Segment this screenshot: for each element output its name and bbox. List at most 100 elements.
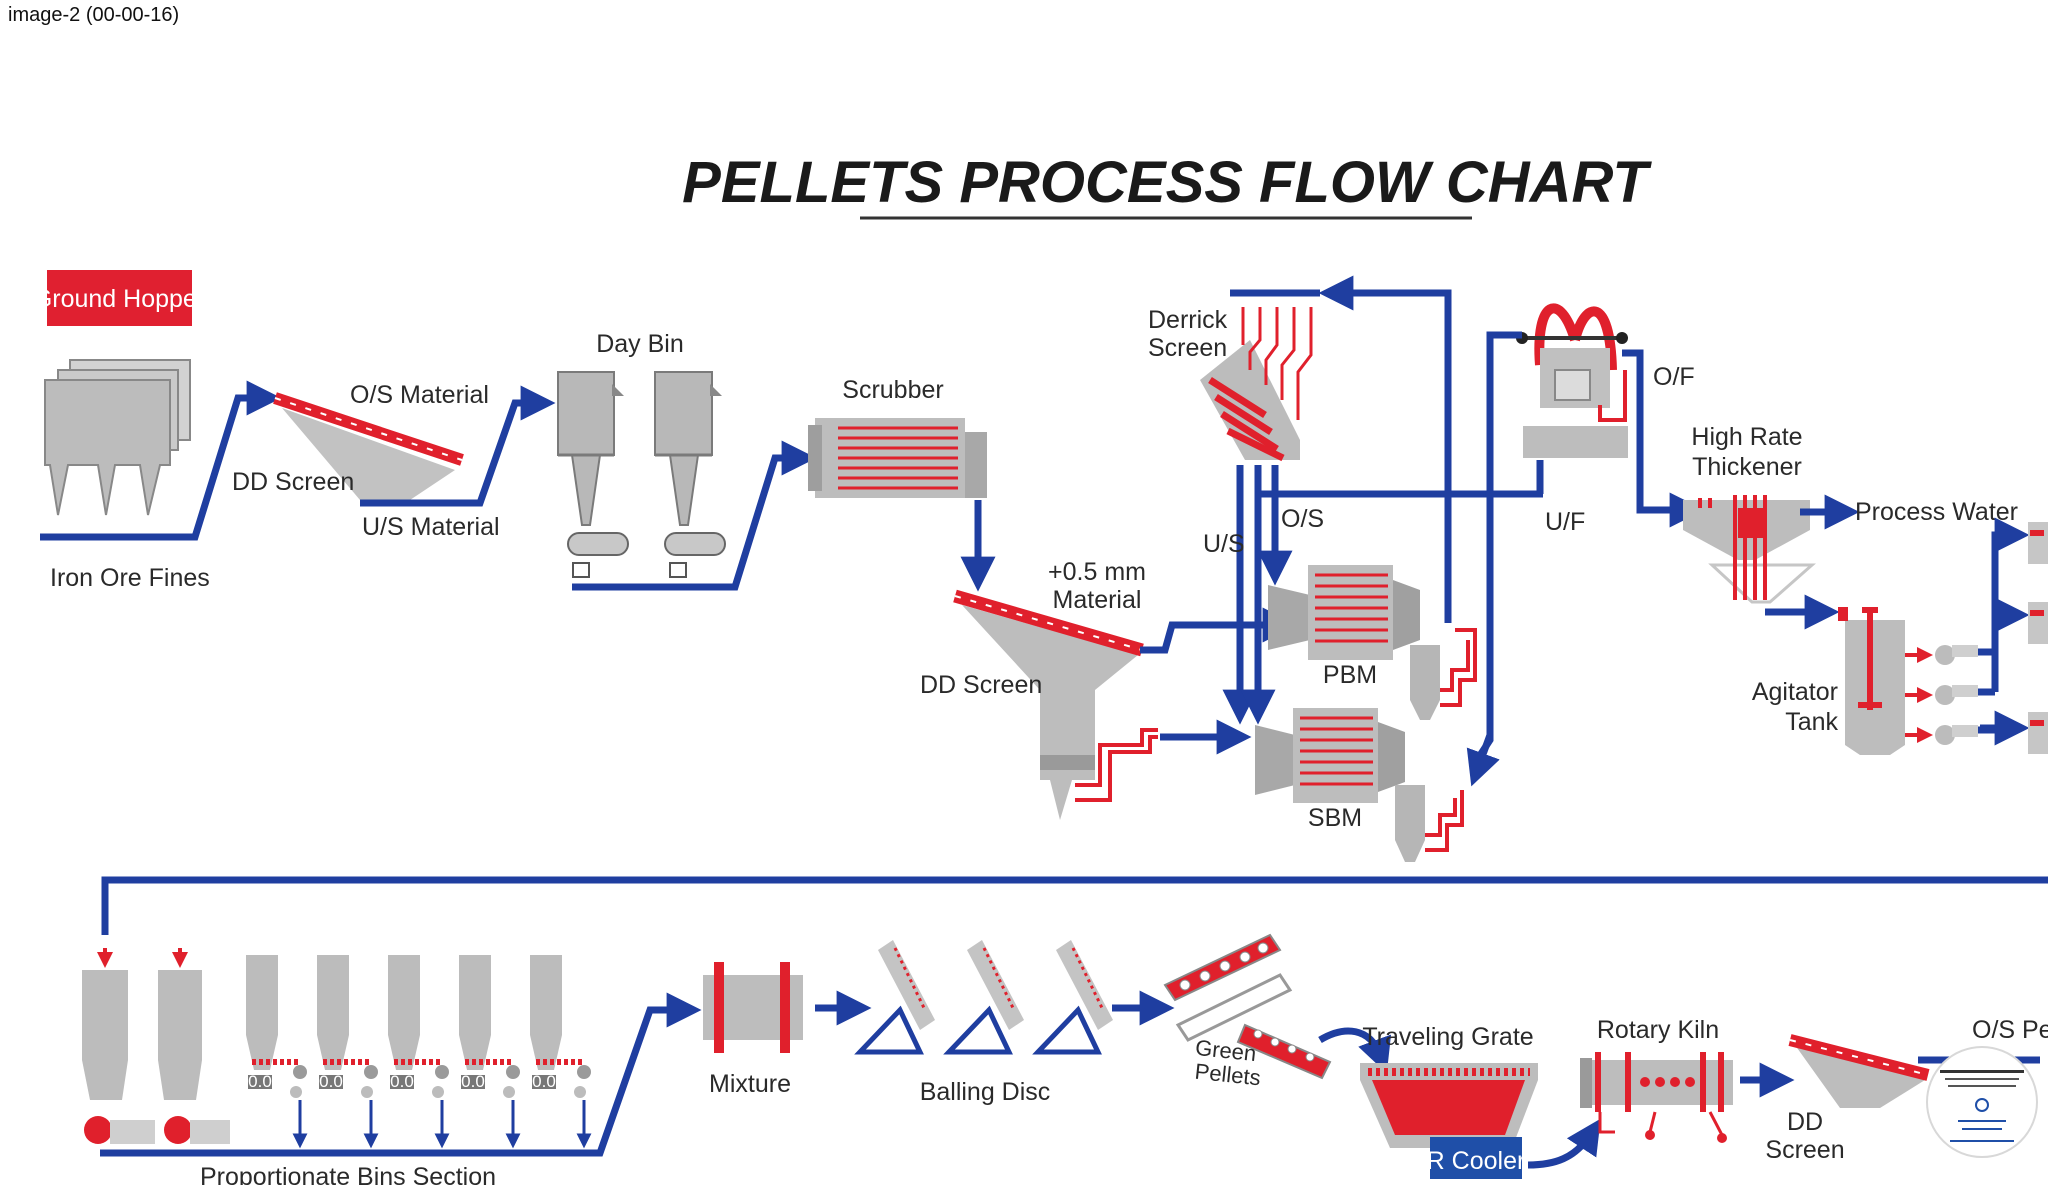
prop-bin-2-readout: 0.0 <box>319 1072 343 1091</box>
flow-thickener-return-to-derrick <box>1318 275 1452 623</box>
day-bin-silo-2 <box>654 371 713 526</box>
dd-screen-2-deck-dash <box>954 595 1143 651</box>
prop-bin-1-readout: 0.0 <box>248 1072 272 1091</box>
plus-05mm-label-2: Material <box>1053 586 1142 614</box>
mixer-ring-left <box>714 962 724 1053</box>
ground-hopper-label: Ground Hopper <box>33 285 205 313</box>
dd-screen-3-label-1: DD <box>1787 1108 1823 1136</box>
agitator-pumps <box>1905 645 1978 745</box>
prop-bin-3: 0.0 <box>388 955 449 1098</box>
dd-screen-1-deck-dash <box>274 397 463 461</box>
thickener-cone <box>1708 563 1816 604</box>
scrubber-stripes <box>838 426 958 490</box>
flow-hopper-to-ddscreen1 <box>40 380 282 541</box>
ground-hopper-body <box>44 379 171 516</box>
dd-screen-1-label: DD Screen <box>232 468 354 496</box>
agitator-label-2: Tank <box>1785 708 1838 736</box>
hydrocyclone-core <box>1554 369 1591 401</box>
r-cooler-label: R Cooler <box>1427 1147 1526 1175</box>
bin-b <box>158 970 202 1100</box>
chart-title: PELLETS PROCESS FLOW CHART <box>682 150 1652 220</box>
prop-bin-4-readout: 0.0 <box>461 1072 485 1091</box>
day-bin-motor-2 <box>669 562 687 578</box>
hydrocyclone-node-right <box>1616 332 1628 344</box>
balling-disc-2 <box>943 940 1024 1055</box>
day-bin-feeder-2 <box>664 532 726 556</box>
ground-hopper: Ground Hopper <box>33 270 205 516</box>
hydrocyclone-red-loop <box>1534 303 1617 371</box>
balling-disc-1 <box>854 940 935 1055</box>
red-pipe-ddscreen2-to-sbm <box>1075 735 1158 802</box>
dd-screen-3-label-2: Screen <box>1765 1136 1844 1164</box>
sbm-red-pipe-2 <box>1425 798 1457 837</box>
pbm-drum-stripes <box>1315 573 1388 643</box>
flow-uf-to-mills <box>1254 490 1543 510</box>
red-pipe-ddscreen2-to-sbm-2 <box>1075 728 1158 787</box>
flow-of-to-thickener <box>1622 349 1705 528</box>
sbm-red-pipe <box>1425 790 1464 852</box>
proportionate-bins: 0.0 0.0 0.0 0.0 0.0 <box>246 955 592 1149</box>
high-rate-thickener: High Rate Thickener <box>1683 423 1816 604</box>
bin-a-conveyor <box>110 1120 155 1144</box>
iron-ore-fines-label: Iron Ore Fines <box>50 564 210 592</box>
prop-bin-5-readout: 0.0 <box>532 1072 556 1091</box>
prop-bin-5: 0.0 <box>530 955 591 1098</box>
dd-screen-3-hopper <box>1795 1045 1925 1108</box>
agitator-tank: Agitator Tank <box>1752 607 1978 755</box>
derrick-screen-body <box>1200 340 1300 460</box>
flow-hydrocyclone-to-sbm <box>1466 340 1500 787</box>
day-bin-motor-1 <box>572 562 590 578</box>
bin-a <box>82 970 128 1100</box>
balling-discs <box>854 940 1113 1055</box>
agitator-inlet <box>1838 607 1848 621</box>
uf-label: U/F <box>1545 508 1585 536</box>
flow-return-to-bins <box>101 876 2048 935</box>
hydrocyclone-red-outlet <box>1598 370 1627 422</box>
flow-ddscreen1-to-daybin <box>360 385 556 507</box>
sbm-drum <box>1293 708 1378 803</box>
mixture-label: Mixture <box>709 1070 791 1098</box>
scrubber-end-right <box>965 432 987 498</box>
sbm-outlet-cone <box>1378 722 1405 792</box>
pbm-label: PBM <box>1323 661 1377 689</box>
dd-screen-2-label: DD Screen <box>920 671 1042 699</box>
prop-bin-3-readout: 0.0 <box>390 1072 414 1091</box>
agitator-label-1: Agitator <box>1752 678 1838 706</box>
kiln-roller-1 <box>1645 1130 1655 1140</box>
dd-screen-1-hopper <box>282 408 455 500</box>
us-material-label: U/S Material <box>362 513 500 541</box>
flow-uf-to-pbm <box>1536 460 1544 498</box>
sbm-label: SBM <box>1308 804 1362 832</box>
prop-bin-drops <box>292 1100 592 1149</box>
prop-bin-1: 0.0 <box>246 955 307 1098</box>
sbm-sump <box>1395 785 1425 862</box>
us-label: U/S <box>1203 530 1245 558</box>
dd-screen-2-outlet <box>1040 755 1095 770</box>
hydrocyclone <box>1516 303 1628 458</box>
ground-hopper-label-box <box>47 270 192 326</box>
thickener-label-1: High Rate <box>1691 423 1802 451</box>
flow-roller-to-grate <box>1318 1027 1392 1074</box>
traveling-grate-label: Traveling Grate <box>1362 1023 1533 1051</box>
mixer <box>703 962 803 1053</box>
flow-ddscreen2-to-pbm <box>1140 607 1298 654</box>
derrick-screen-label-1: Derrick <box>1148 306 1228 334</box>
thickener-mixer <box>1738 508 1766 538</box>
sbm-mill <box>1255 708 1464 862</box>
day-bin-silo-1-cap <box>612 384 624 396</box>
dd-screen-3-deck <box>1788 1034 1930 1081</box>
page-label: image-2 (00-00-16) <box>8 4 180 26</box>
kiln-roller-2 <box>1717 1133 1727 1143</box>
balling-disc-3 <box>1032 940 1113 1055</box>
roller-screen <box>1163 933 1332 1080</box>
pbm-red-pipe <box>1440 628 1477 707</box>
scrubber-label: Scrubber <box>842 376 943 404</box>
dd-screen-1 <box>273 392 464 500</box>
pbm-feed-cone <box>1268 585 1310 650</box>
flow-agitator-to-filters <box>1978 531 2020 734</box>
chart-title-text: PELLETS PROCESS FLOW CHART <box>682 150 1652 215</box>
rotary-kiln: Rotary Kiln <box>1580 1016 1733 1143</box>
derrick-screen-label-2: Screen <box>1148 334 1227 362</box>
day-bin-silo-1 <box>557 371 615 526</box>
